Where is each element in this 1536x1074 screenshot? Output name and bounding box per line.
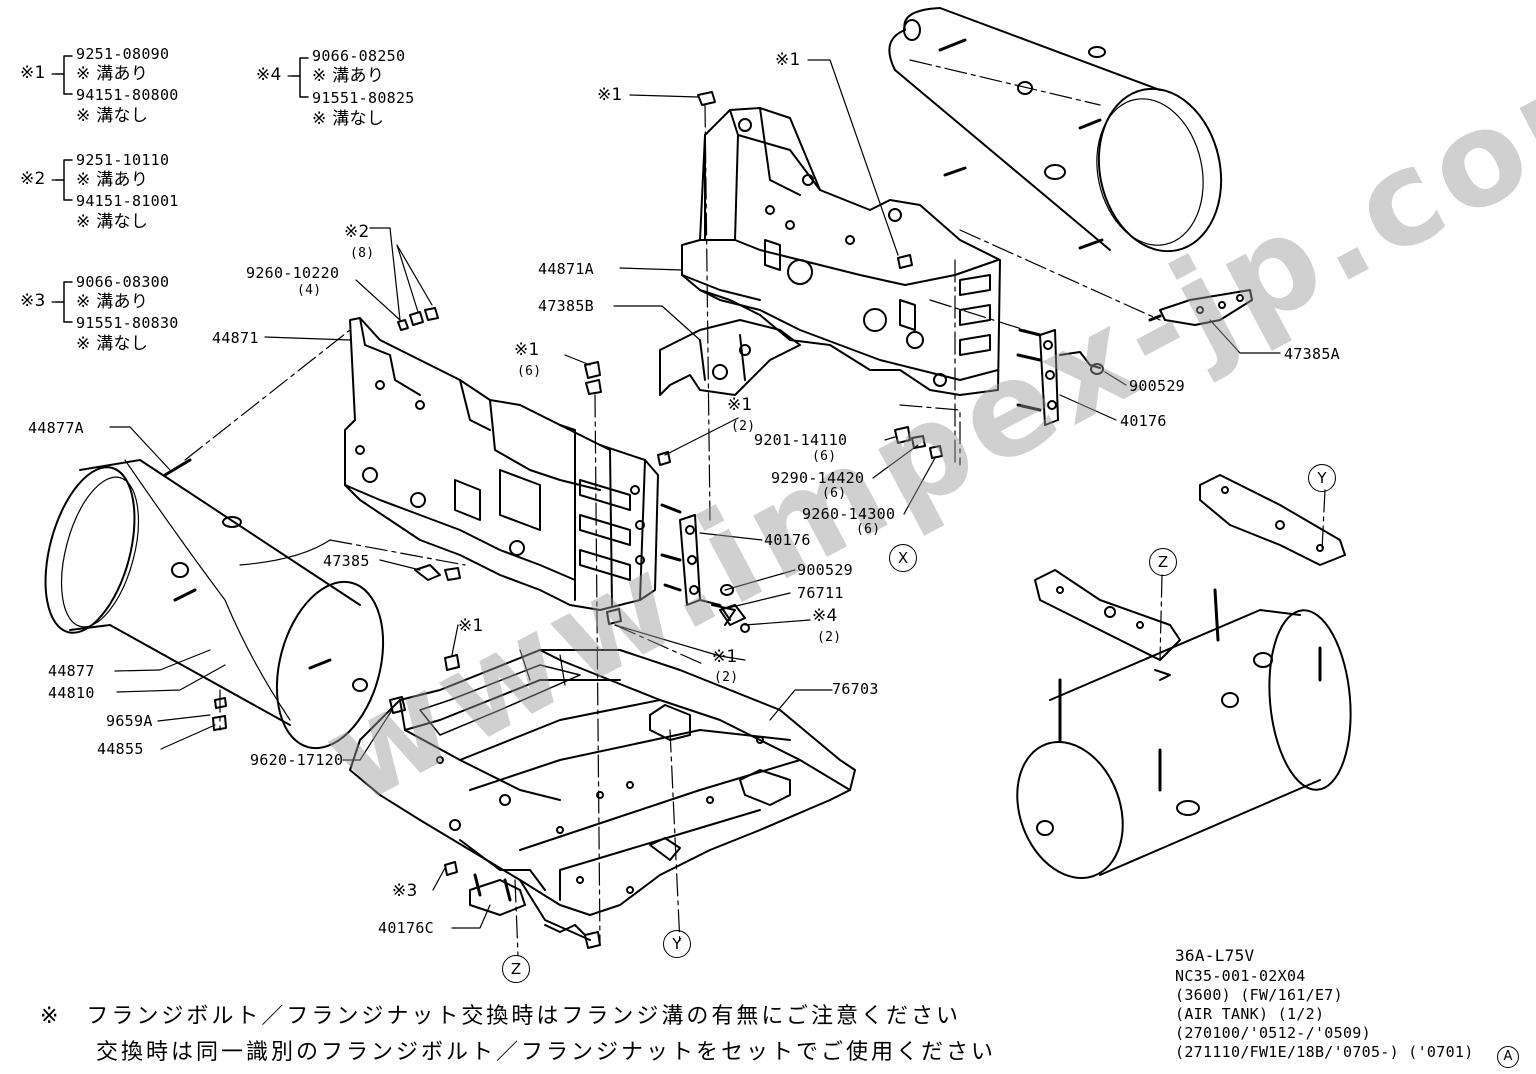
label-9260-10220: 9260-10220 bbox=[246, 264, 340, 282]
legend-k2-mark: ※2 bbox=[20, 169, 46, 189]
ref-z-bottom-circle: Z bbox=[502, 955, 530, 983]
legend-k4-a-note: ※ 溝あり bbox=[312, 66, 385, 86]
label-9290-qty: (6) bbox=[822, 486, 847, 501]
legend-k3-a-note: ※ 溝あり bbox=[76, 292, 149, 312]
title-code: NC35-001-02X04 bbox=[1175, 967, 1306, 985]
label-47385a: 47385A bbox=[1284, 345, 1340, 363]
shield-47385b bbox=[659, 319, 801, 396]
leader-lines bbox=[51, 59, 1281, 929]
legend-k2-part-b: 94151-81001 bbox=[76, 192, 179, 210]
bracket-47385a bbox=[1148, 289, 1253, 326]
legend-k4-part-b: 91551-80825 bbox=[312, 89, 415, 107]
bracket-44871a bbox=[681, 107, 1001, 396]
k1-bracket-qty: (2) bbox=[731, 419, 756, 434]
legend-k1-part-a: 9251-08090 bbox=[76, 45, 170, 63]
label-44810: 44810 bbox=[48, 684, 95, 702]
k4-mark: ※4 bbox=[812, 606, 838, 626]
k3-mark: ※3 bbox=[392, 881, 418, 901]
label-900529-right: 900529 bbox=[1129, 377, 1185, 395]
alignment-lines bbox=[184, 59, 1326, 956]
k1-mid-mark: ※1 bbox=[514, 340, 540, 360]
label-9290-14420: 9290-14420 bbox=[771, 469, 865, 487]
title-name: (AIR TANK) (1/2) bbox=[1175, 1005, 1325, 1023]
legend-k2-b-note: ※ 溝なし bbox=[76, 212, 149, 232]
legend-k4-mark: ※4 bbox=[256, 65, 282, 85]
legend-k1-part-b: 94151-80800 bbox=[76, 86, 179, 104]
label-9620-17120: 9620-17120 bbox=[250, 751, 344, 769]
label-76711: 76711 bbox=[797, 584, 844, 602]
legend-k3-b-note: ※ 溝なし bbox=[76, 334, 149, 354]
label-9260-10220-qty: (4) bbox=[297, 283, 322, 298]
title-range-1: (270100/'0512-/'0509) bbox=[1175, 1024, 1371, 1042]
label-9659a: 9659A bbox=[106, 712, 153, 730]
k4-qty: (2) bbox=[817, 630, 842, 645]
label-40176c: 40176C bbox=[378, 919, 434, 937]
lower-right-air-tank bbox=[1016, 588, 1352, 879]
k2-top-qty: (8) bbox=[350, 246, 375, 261]
k1-topright-mark: ※1 bbox=[775, 50, 801, 70]
bracket-44871 bbox=[344, 317, 659, 611]
k1-top-mark: ※1 bbox=[597, 85, 623, 105]
legend-k2-part-a: 9251-10110 bbox=[76, 151, 170, 169]
legend-k3-part-b: 91551-80830 bbox=[76, 314, 179, 332]
label-9260-14300: 9260-14300 bbox=[802, 505, 896, 523]
label-47385: 47385 bbox=[323, 552, 370, 570]
k1-plate-mark: ※1 bbox=[458, 616, 484, 636]
legend-k3-part-a: 9066-08300 bbox=[76, 273, 170, 291]
label-900529-mid: 900529 bbox=[797, 561, 853, 579]
floor-plate-76703 bbox=[349, 649, 856, 941]
label-44871: 44871 bbox=[212, 329, 259, 347]
label-44877: 44877 bbox=[48, 662, 95, 680]
k2-top-mark: ※2 bbox=[344, 222, 370, 242]
legend-k1-mark: ※1 bbox=[20, 63, 46, 83]
legend-k3-mark: ※3 bbox=[20, 291, 46, 311]
label-9260-14300-qty: (6) bbox=[856, 522, 881, 537]
k1-mid-qty: (6) bbox=[517, 364, 542, 379]
bracket-40176-mid bbox=[660, 503, 750, 633]
ref-a-circle: A bbox=[1497, 1046, 1519, 1068]
ref-z-top-circle: Z bbox=[1149, 548, 1177, 576]
legend-brackets bbox=[55, 55, 309, 323]
k1-lower-qty: (2) bbox=[714, 670, 739, 685]
label-44877a: 44877A bbox=[28, 419, 84, 437]
k1-bracket-mark: ※1 bbox=[727, 395, 753, 415]
legend-k1-b-note: ※ 溝なし bbox=[76, 106, 149, 126]
legend-k4-part-a: 9066-08250 bbox=[312, 47, 406, 65]
title-range-2: (271110/FW1E/18B/'0705-) ('0701) bbox=[1175, 1043, 1474, 1061]
title-spec: (3600) (FW/161/E7) bbox=[1175, 986, 1343, 1004]
label-9201-14110: 9201-14110 bbox=[754, 431, 848, 449]
label-40176-right: 40176 bbox=[1120, 412, 1167, 430]
label-76703: 76703 bbox=[832, 680, 879, 698]
bracket-40176-right bbox=[1016, 328, 1104, 426]
legend-k1-a-note: ※ 溝あり bbox=[76, 64, 149, 84]
ref-y-top-circle: Y bbox=[1308, 464, 1336, 492]
label-44855: 44855 bbox=[97, 740, 144, 758]
label-40176-mid: 40176 bbox=[764, 531, 811, 549]
z-bracket bbox=[1034, 569, 1181, 681]
note-line-1: ※ フランジボルト／フランジナット交換時はフランジ溝の有無にご注意ください bbox=[40, 1004, 961, 1029]
ref-x-circle: X bbox=[889, 544, 917, 572]
legend-k4-b-note: ※ 溝なし bbox=[312, 109, 385, 129]
k1-lower-mark: ※1 bbox=[712, 647, 738, 667]
legend-k2-a-note: ※ 溝あり bbox=[76, 170, 149, 190]
y-bracket bbox=[1199, 474, 1346, 566]
note-line-2: 交換時は同一識別のフランジボルト／フランジナットをセットでご使用ください bbox=[96, 1040, 997, 1065]
left-air-tank bbox=[44, 458, 385, 750]
upper-air-tank bbox=[888, 7, 1223, 253]
label-9201-qty: (6) bbox=[812, 449, 837, 464]
title-model: 36A-L75V bbox=[1175, 946, 1255, 965]
label-44871a: 44871A bbox=[538, 260, 594, 278]
fasteners bbox=[212, 91, 943, 949]
label-47385b: 47385B bbox=[538, 297, 594, 315]
ref-y-bottom-circle: Y bbox=[663, 930, 691, 958]
bracket-40176c bbox=[469, 873, 526, 916]
